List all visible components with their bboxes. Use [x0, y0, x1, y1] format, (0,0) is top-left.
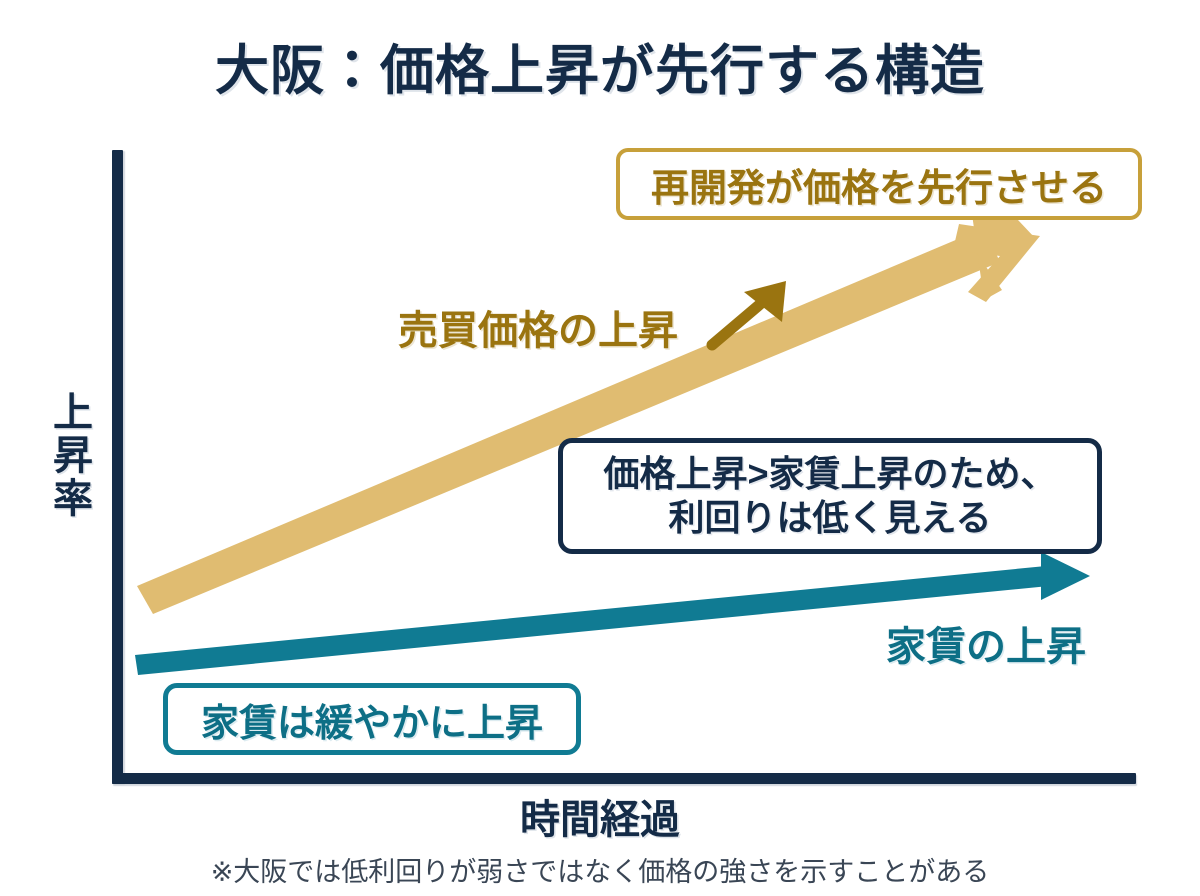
footnote: ※大阪では低利回りが弱さではなく価格の強さを示すことがある: [210, 857, 990, 887]
callout-rent-gentle[interactable]: 家賃は緩やかに上昇: [163, 683, 581, 755]
callout-rent-gentle-text: 家賃は緩やかに上昇: [200, 702, 543, 745]
callout-yield-line-2: 利回りは低く見える: [668, 497, 992, 538]
y-axis-label-char-3: 率: [53, 477, 93, 522]
x-axis-label: 時間経過: [520, 798, 680, 842]
price-arrow: [137, 214, 1040, 614]
callout-redevelopment[interactable]: 再開発が価格を先行させる: [616, 148, 1142, 220]
callout-yield[interactable]: 価格上昇>家賃上昇のため、 利回りは低く見える: [558, 438, 1102, 554]
rent-series-label: 家賃の上昇: [886, 625, 1086, 669]
price-trend-up-icon: [706, 281, 786, 351]
page-title: 大阪：価格上昇が先行する構造: [215, 41, 985, 101]
y-axis-label: 上 昇 率: [44, 391, 102, 522]
price-series-label: 売買価格の上昇: [398, 309, 678, 353]
callout-yield-line-1: 価格上昇>家賃上昇のため、: [603, 453, 1057, 495]
y-axis-label-char-1: 上: [53, 391, 93, 435]
callout-redevelopment-text: 再開発が価格を先行させる: [650, 167, 1107, 210]
y-axis-label-char-2: 昇: [53, 434, 93, 479]
y-axis-line: [112, 150, 123, 784]
x-axis-line: [112, 773, 1136, 784]
